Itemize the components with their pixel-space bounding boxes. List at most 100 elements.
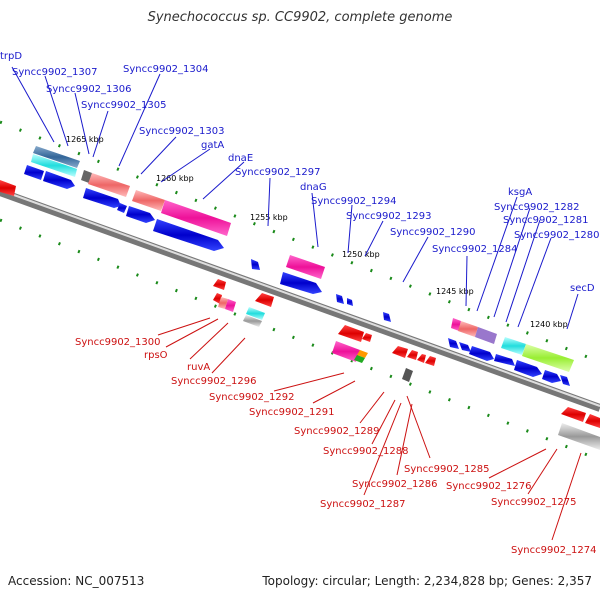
forward-genes [24, 165, 570, 386]
gene-label[interactable]: Syncc9902_1305 [81, 100, 167, 111]
gene-label[interactable]: ruvA [187, 362, 210, 373]
feature-box-magenta [225, 299, 236, 312]
gene-label[interactable]: Syncc9902_1280 [514, 230, 600, 241]
genome-title: Synechococcus sp. CC9902, complete genom… [147, 10, 453, 25]
feature-box-salmon [218, 297, 228, 309]
forward-gene-arrow[interactable] [336, 294, 344, 304]
forward-gene-arrow[interactable] [459, 342, 471, 352]
gene-label[interactable]: ksgA [508, 187, 532, 198]
gene-label[interactable]: Syncc9902_1293 [346, 211, 432, 222]
gene-label[interactable]: Syncc9902_1276 [446, 481, 532, 492]
gene-label[interactable]: Syncc9902_1297 [235, 167, 321, 178]
reverse-gene-arrow[interactable] [425, 356, 436, 366]
reverse-genes [0, 180, 600, 428]
gene-label[interactable]: secD [570, 283, 595, 294]
forward-gene-arrow[interactable] [448, 338, 459, 349]
gene-label[interactable]: Syncc9902_1288 [323, 446, 409, 457]
forward-gene-arrow[interactable] [514, 360, 542, 377]
kbp-label: 1265 kbp [66, 135, 104, 144]
kbp-label: 1260 kbp [156, 174, 194, 183]
forward-gene-arrow[interactable] [542, 370, 561, 383]
gene-label[interactable]: Syncc9902_1294 [311, 196, 397, 207]
gene-label[interactable]: Syncc9902_1274 [511, 545, 597, 556]
reverse-gene-arrow[interactable] [338, 325, 364, 342]
forward-gene-arrow[interactable] [24, 165, 44, 180]
feature-highlights-top [31, 146, 574, 372]
feature-box-purple [475, 327, 497, 344]
feature-box-grey [81, 170, 92, 183]
gene-label[interactable]: Syncc9902_1290 [390, 227, 476, 238]
gene-label[interactable]: trpD [0, 51, 22, 62]
reverse-gene-arrow[interactable] [362, 333, 372, 342]
gene-label[interactable]: Syncc9902_1287 [320, 499, 406, 510]
gene-label[interactable]: Syncc9902_1281 [503, 215, 589, 226]
gene-label[interactable]: Syncc9902_1300 [75, 337, 161, 348]
feature-box-magenta [451, 318, 461, 331]
reverse-gene-arrow[interactable] [417, 354, 426, 363]
forward-leaders [11, 66, 579, 330]
forward-gene-arrow[interactable] [153, 219, 224, 251]
kbp-markers: 1265 kbp 1260 kbp 1255 kbp 1250 kbp 1245… [66, 135, 568, 329]
reverse-gene-arrow[interactable] [407, 350, 418, 360]
feature-box-salmon [88, 173, 130, 197]
forward-gene-arrow[interactable] [347, 298, 353, 306]
feature-box-grey [243, 315, 262, 327]
reverse-gene-arrow[interactable] [0, 180, 16, 196]
genome-backbone [0, 188, 600, 412]
gene-label[interactable]: Syncc9902_1303 [139, 126, 225, 137]
gene-label[interactable]: Syncc9902_1292 [209, 392, 295, 403]
gene-label[interactable]: dnaE [228, 153, 253, 164]
kbp-label: 1245 kbp [436, 287, 474, 296]
feature-box-orange [357, 350, 368, 358]
reverse-gene-arrow[interactable] [392, 346, 408, 358]
feature-box-cyan [31, 154, 77, 177]
forward-gene-arrow[interactable] [43, 171, 75, 189]
feature-box-grey [402, 368, 413, 382]
gene-label[interactable]: rpsO [144, 350, 168, 361]
tick-row-top [0, 120, 600, 364]
forward-gene-arrow[interactable] [83, 188, 121, 208]
gene-label[interactable]: Syncc9902_1285 [404, 464, 490, 475]
reverse-gene-arrow[interactable] [255, 293, 274, 307]
feature-box-salmon [458, 321, 478, 337]
feature-box-cyan [246, 307, 265, 320]
forward-gene-arrow[interactable] [469, 346, 494, 361]
gene-label[interactable]: Syncc9902_1304 [123, 64, 209, 75]
reverse-leaders [157, 317, 582, 541]
gene-label[interactable]: gatA [201, 140, 224, 151]
feature-box-magenta [161, 200, 231, 236]
reverse-gene-labels: Syncc9902_1300 rpsO ruvA Syncc9902_1296 … [75, 337, 597, 556]
gene-label[interactable]: Syncc9902_1306 [46, 84, 132, 95]
gene-label[interactable]: Syncc9902_1296 [171, 376, 257, 387]
forward-gene-arrow[interactable] [560, 375, 570, 386]
gene-label[interactable]: Syncc9902_1275 [491, 497, 577, 508]
gene-label[interactable]: Syncc9902_1282 [494, 202, 580, 213]
gene-label[interactable]: Syncc9902_1291 [249, 407, 335, 418]
forward-gene-arrow[interactable] [280, 272, 322, 294]
feature-box-green [354, 355, 365, 363]
forward-gene-arrow[interactable] [117, 203, 127, 213]
forward-gene-arrow[interactable] [494, 354, 515, 366]
forward-gene-arrow[interactable] [251, 259, 260, 270]
reverse-gene-arrow[interactable] [561, 407, 586, 422]
genome-backbone-highlight [0, 189, 600, 407]
feature-box-cyan [501, 337, 526, 355]
accession-text: Accession: NC_007513 [8, 574, 145, 588]
gene-label[interactable]: Syncc9902_1307 [12, 67, 98, 78]
kbp-label: 1250 kbp [342, 250, 380, 259]
gene-label[interactable]: Syncc9902_1289 [294, 426, 380, 437]
reverse-gene-arrow[interactable] [213, 279, 226, 290]
feature-box-salmon [132, 190, 165, 211]
forward-gene-labels: trpD Syncc9902_1307 Syncc9902_1306 Syncc… [0, 51, 600, 294]
feature-box-steel [33, 146, 80, 168]
forward-gene-arrow[interactable] [383, 312, 391, 322]
forward-gene-arrow[interactable] [126, 206, 155, 223]
reverse-gene-arrow[interactable] [585, 414, 600, 428]
feature-box-grey [558, 423, 600, 450]
feature-box-magenta [332, 341, 360, 362]
gene-label[interactable]: Syncc9902_1284 [432, 244, 518, 255]
genome-summary-text: Topology: circular; Length: 2,234,828 bp… [262, 574, 592, 588]
gene-label[interactable]: Syncc9902_1286 [352, 479, 438, 490]
gene-label[interactable]: dnaG [300, 182, 327, 193]
